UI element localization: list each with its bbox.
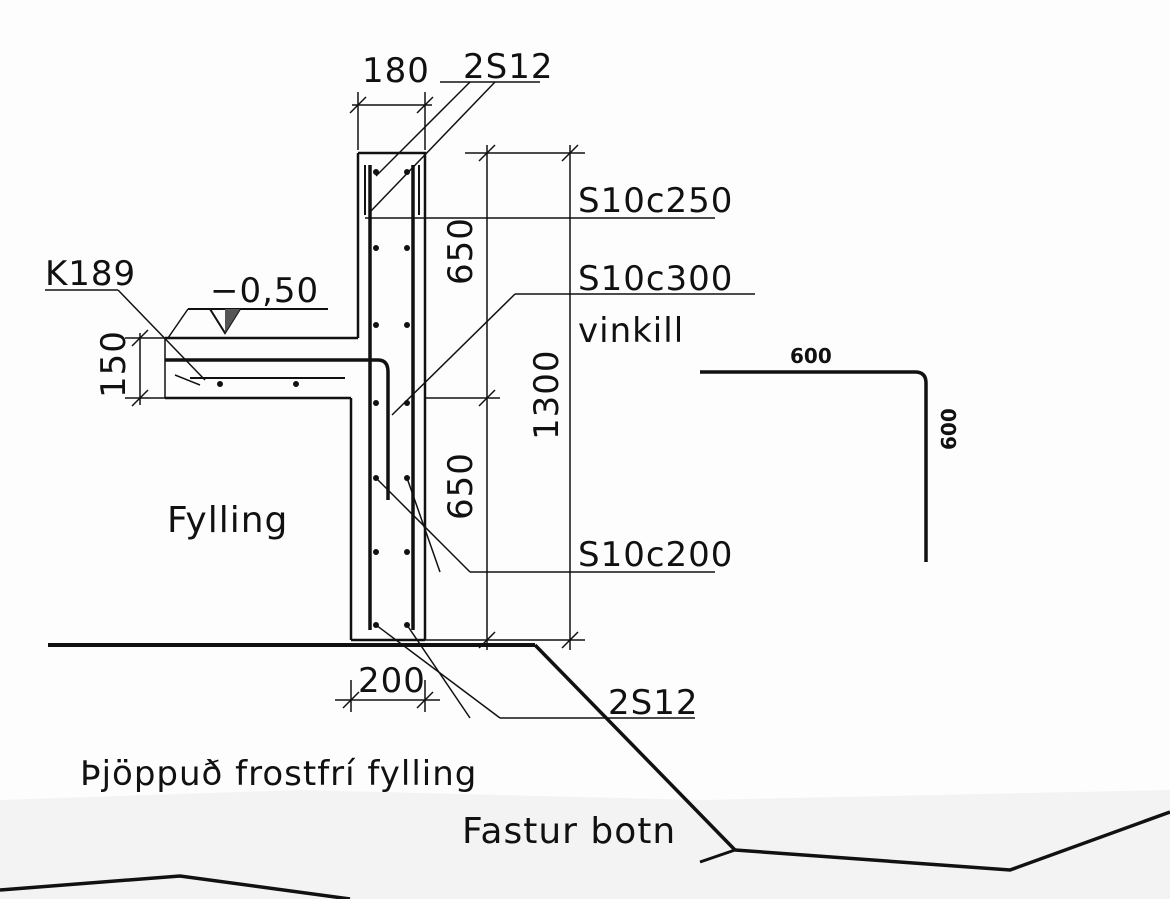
label-elevation: −0,50 (210, 271, 319, 311)
level-marker (167, 308, 328, 339)
angle-bar-detail (700, 370, 928, 562)
dim-wall-top-width: 180 (362, 51, 430, 91)
label-bottom-bars: 2S12 (608, 683, 698, 723)
label-bedrock: Fastur botn (462, 811, 676, 852)
wall-rebar (364, 165, 420, 630)
bedrock-link (699, 848, 736, 864)
dim-wall-base-width: 200 (358, 661, 426, 701)
label-angle-bar-note: vinkill (578, 311, 684, 351)
wall-rebar-dots (373, 169, 410, 628)
bedrock-line-left (0, 874, 351, 899)
label-backfill: Fylling (167, 500, 288, 541)
label-slab-ref: K189 (45, 254, 136, 294)
slab-outline (164, 336, 358, 400)
paper-shading (0, 790, 1170, 899)
dim-slab-thickness: 150 (94, 330, 134, 398)
dim-height-upper: 650 (441, 217, 481, 285)
dimension-lines (125, 92, 585, 712)
slab-rebar (165, 358, 390, 500)
label-angle-bar: S10c300 (578, 259, 733, 299)
detail-leg-vertical: 600 (937, 408, 961, 450)
detail-leg-horizontal: 600 (790, 344, 832, 368)
bedrock-line-right (734, 810, 1170, 872)
label-compacted-fill: Þjöppuð frostfrí fylling (80, 754, 477, 794)
slope-line (533, 643, 737, 852)
label-top-bars: 2S12 (463, 47, 553, 87)
label-stirrup-bottom: S10c200 (578, 535, 733, 575)
wall-outline (349, 151, 427, 642)
dim-height-total: 1300 (527, 349, 567, 440)
leader-lines (45, 81, 755, 719)
label-stirrup-top: S10c250 (578, 181, 733, 221)
dim-height-lower: 650 (441, 452, 481, 520)
